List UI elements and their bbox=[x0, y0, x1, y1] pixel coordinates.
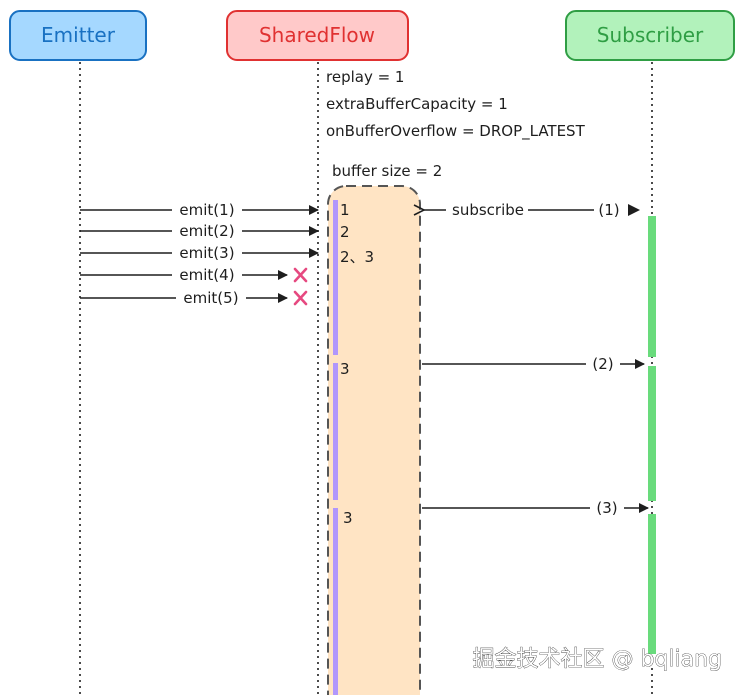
drop-x-icon bbox=[293, 290, 308, 306]
emitter-box bbox=[9, 10, 147, 61]
sharedflow-activation-bar bbox=[333, 363, 338, 500]
delivery-arrowhead bbox=[628, 204, 640, 216]
sharedflow-activation-bar bbox=[333, 200, 338, 355]
watermark-text: 掘金技术社区 @ bqliang bbox=[472, 647, 722, 672]
delivery-label: (2) bbox=[592, 355, 613, 373]
emit-arrow-1: emit(1) bbox=[80, 199, 319, 219]
emit-arrow-4-dropped: emit(4) bbox=[80, 264, 308, 284]
buffer-state-label: 3 bbox=[343, 509, 353, 527]
delivery-arrow-3: (3) bbox=[422, 499, 649, 517]
subscriber-header: Subscriber bbox=[565, 10, 735, 61]
drop-x-icon bbox=[293, 267, 308, 283]
delivery-label: (3) bbox=[596, 499, 617, 517]
buffer-state-label: 2、3 bbox=[340, 248, 374, 266]
emit-arrow-3: emit(3) bbox=[80, 242, 319, 262]
emitter-header: Emitter bbox=[9, 10, 147, 61]
delivery-label: (1) bbox=[598, 201, 619, 219]
buffer-state-label: 3 bbox=[340, 360, 350, 378]
extra-buffer-config: extraBufferCapacity = 1 bbox=[326, 95, 508, 113]
buffer-state-label: 2 bbox=[340, 223, 350, 241]
sharedflow-activation-bar bbox=[333, 508, 338, 695]
emit-arrow-2: emit(2) bbox=[80, 220, 319, 240]
sharedflow-header: SharedFlow bbox=[226, 10, 409, 61]
subscriber-title: Subscriber bbox=[597, 23, 704, 47]
sharedflow-box bbox=[226, 10, 409, 61]
emit-label: emit(4) bbox=[179, 266, 234, 284]
subscriber-activation-bar bbox=[648, 366, 656, 501]
subscriber-activation-bar bbox=[648, 514, 656, 654]
emit-label: emit(5) bbox=[183, 289, 238, 307]
subscribe-arrow: subscribe (1) bbox=[424, 200, 640, 220]
subscriber-box bbox=[565, 10, 735, 61]
emit-arrow-5-dropped: emit(5) bbox=[80, 287, 308, 307]
buffer-box bbox=[327, 185, 421, 699]
subscriber-activation-bar bbox=[648, 216, 656, 357]
replay-config: replay = 1 bbox=[326, 68, 404, 86]
buffer-state-label: 1 bbox=[340, 201, 350, 219]
sharedflow-title: SharedFlow bbox=[259, 23, 375, 47]
emitter-title: Emitter bbox=[41, 23, 116, 47]
emit-label: emit(1) bbox=[179, 201, 234, 219]
emit-label: emit(3) bbox=[179, 244, 234, 262]
subscribe-label: subscribe bbox=[452, 201, 524, 219]
overflow-config: onBufferOverflow = DROP_LATEST bbox=[326, 122, 586, 141]
emit-label: emit(2) bbox=[179, 222, 234, 240]
delivery-arrow-2: (2) bbox=[422, 355, 645, 373]
buffer-size-label: buffer size = 2 bbox=[332, 162, 442, 180]
